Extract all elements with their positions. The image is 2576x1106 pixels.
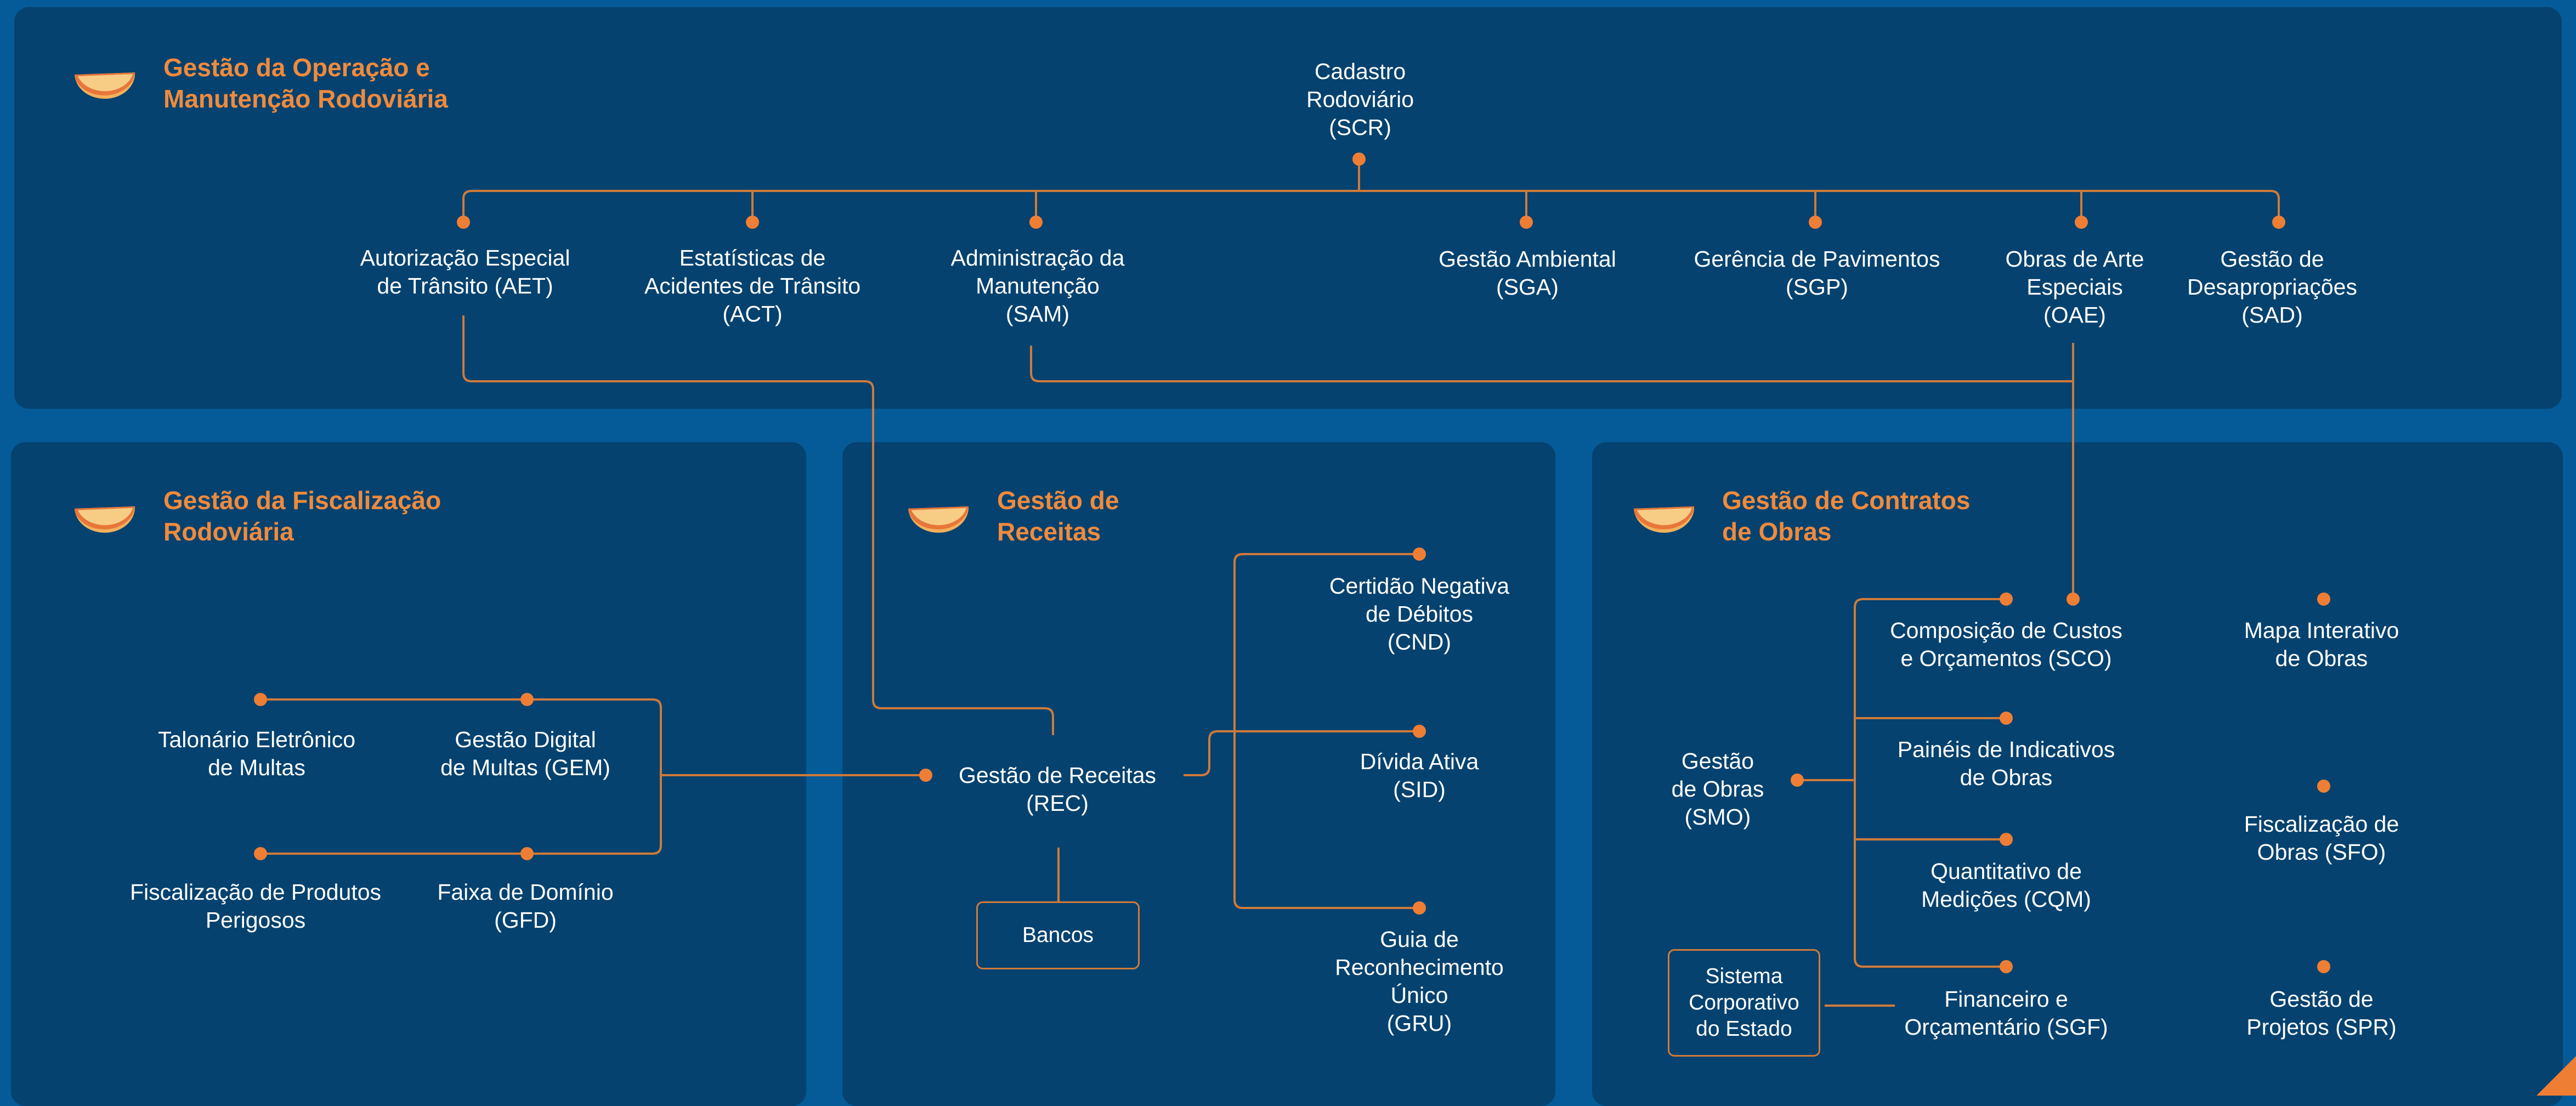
panel-title-receitas: Gestão de Receitas [997,486,1119,546]
node-sfo: Fiscalização de Obras (SFO) [2244,811,2399,865]
panel-title-contratos: Gestão de Contratos de Obras [1722,486,1971,546]
node-gem: Gestão Digital de Multas (GEM) [440,727,610,780]
node-scr: Cadastro Rodoviário (SCR) [1306,59,1414,140]
panel-title-operacao: Gestão da Operação e Manutenção Rodoviár… [163,53,448,113]
panel-title-fiscalizacao: Gestão da Fiscalização Rodoviária [163,486,441,546]
node-cqm: Quantitativo de Medições (CQM) [1921,859,2091,912]
panel-operacao [14,7,2562,409]
node-sgf: Financeiro e Orçamentário (SGF) [1904,986,2108,1040]
node-sad: Gestão de Desapropriações (SAD) [2187,246,2357,328]
orange-slice-icon [908,506,969,533]
node-gru: Guia de Reconhecimento Único (GRU) [1335,927,1504,1036]
node-sid: Dívida Ativa (SID) [1360,749,1479,802]
box-bancos: Bancos [976,901,1140,969]
orange-slice-icon [1634,506,1695,533]
node-sga: Gestão Ambiental (SGA) [1439,246,1616,300]
node-aet: Autorização Especial de Trânsito (AET) [360,245,570,298]
node-produtos: Fiscalização de Produtos Perigosos [129,879,382,933]
node-sam: Administração da Manutenção (SAM) [950,245,1125,326]
orange-slice-icon [75,72,135,99]
orange-slice-icon [75,506,135,533]
box-sistema-corporativo: Sistema Corporativo do Estado [1668,949,1820,1057]
node-sco: Composição de Custos e Orçamentos (SCO) [1890,618,2122,671]
panel-contratos [1592,442,2563,1106]
node-act: Estatísticas de Acidentes de Trânsito (A… [644,245,861,326]
node-oae: Obras de Arte Especiais (OAE) [2005,246,2144,328]
node-sgp: Gerência de Pavimentos (SGP) [1694,246,1940,300]
node-mapa: Mapa Interativo de Obras [2244,618,2399,671]
node-rec: Gestão de Receitas (REC) [958,763,1157,816]
node-paineis: Painéis de Indicativos de Obras [1897,737,2115,790]
node-smo: Gestão de Obras (SMO) [1671,748,1764,830]
node-cnd: Certidão Negativa de Débitos (CND) [1329,573,1510,654]
node-talonario: Talonário Eletrônico de Multas [157,727,356,780]
node-spr: Gestão de Projetos (SPR) [2246,986,2397,1040]
node-gfd: Faixa de Domínio (GFD) [437,879,614,933]
